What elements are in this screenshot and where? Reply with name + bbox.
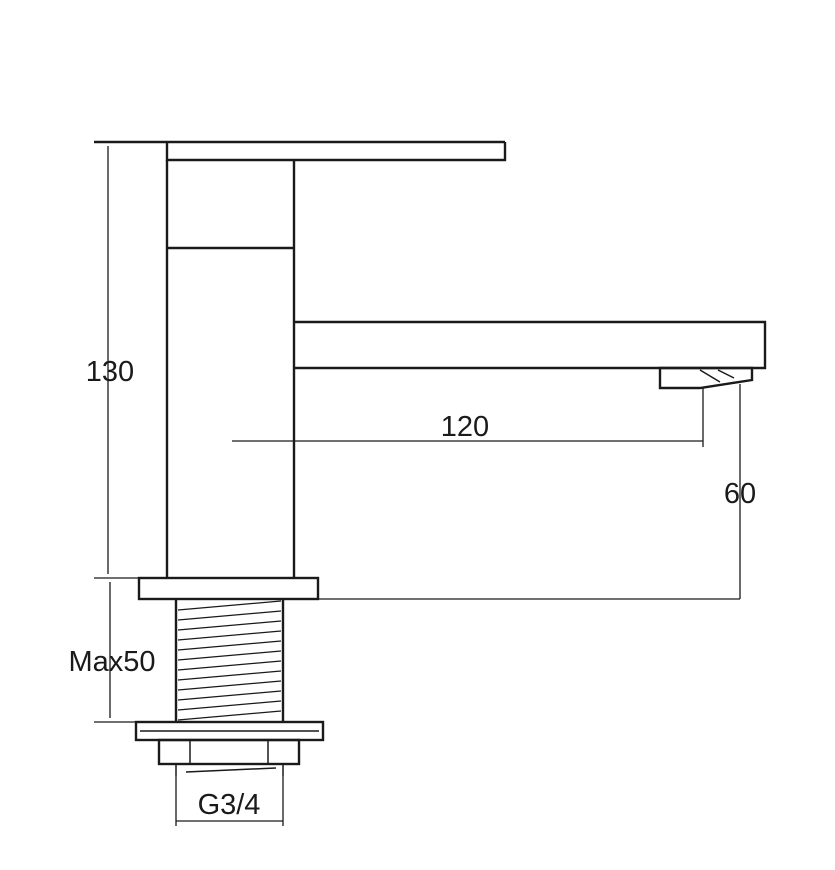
dimension-reach: 120 bbox=[232, 388, 704, 447]
thread-line bbox=[177, 690, 282, 701]
thread-line bbox=[177, 630, 282, 641]
thread-line bbox=[177, 680, 282, 691]
dimension-max-deck: Max50 bbox=[68, 582, 156, 723]
dimension-spout-height-label: 60 bbox=[724, 478, 756, 510]
washer-plate bbox=[134, 720, 325, 742]
dimension-reach-label: 120 bbox=[441, 411, 489, 443]
thread-line bbox=[177, 660, 282, 671]
thread-line bbox=[177, 640, 282, 651]
handle-lever bbox=[94, 140, 507, 162]
threaded-shank bbox=[174, 599, 285, 722]
dimension-spout-height: 60 bbox=[318, 384, 756, 600]
dimension-connection: G3/4 bbox=[175, 776, 284, 826]
base-flange bbox=[137, 576, 320, 601]
spout bbox=[294, 320, 767, 370]
dimension-height: 130 bbox=[86, 146, 139, 579]
aerator bbox=[658, 366, 754, 390]
dimension-max-deck-label: Max50 bbox=[68, 646, 155, 678]
faucet-body bbox=[165, 160, 296, 578]
thread-line bbox=[177, 610, 282, 621]
thread-line bbox=[177, 700, 282, 711]
lock-nut bbox=[157, 738, 301, 776]
thread-line bbox=[177, 670, 282, 681]
thread-line bbox=[177, 710, 282, 721]
thread-line bbox=[177, 650, 282, 661]
dimension-height-label: 130 bbox=[86, 356, 134, 388]
dimension-connection-label: G3/4 bbox=[198, 789, 261, 821]
thread-line bbox=[177, 600, 282, 611]
thread-line bbox=[177, 620, 282, 631]
